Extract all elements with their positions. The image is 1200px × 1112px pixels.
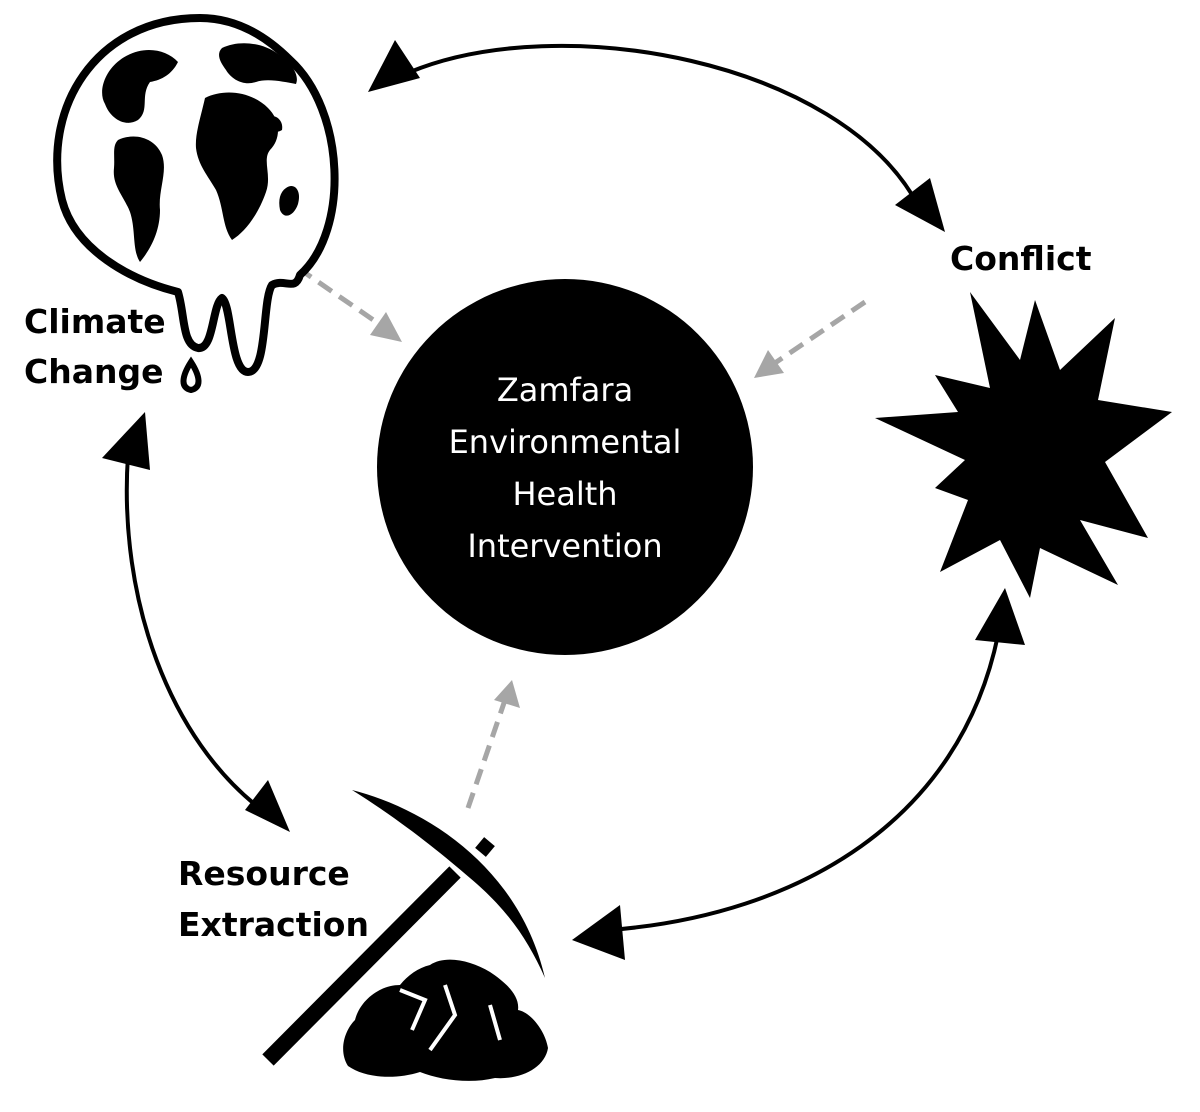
- center-line-4: Intervention: [467, 527, 662, 565]
- climate-label-line-2: Change: [24, 352, 163, 391]
- arrow-climate-resource: [102, 412, 290, 832]
- dashed-arrow-conflict-center: [754, 299, 867, 378]
- conflict-label: Conflict: [950, 239, 1092, 278]
- center-line-2: Environmental: [449, 423, 682, 461]
- dashed-arrow-resource-center: [465, 680, 520, 809]
- center-line-3: Health: [512, 475, 617, 513]
- climate-label-line-1: Climate: [24, 302, 166, 341]
- resource-label-line-1: Resource: [178, 854, 350, 893]
- arrow-conflict-resource: [572, 588, 1025, 960]
- melting-globe-icon: [53, 14, 339, 394]
- arrow-climate-conflict: [368, 40, 945, 232]
- dashed-arrow-climate-center: [296, 265, 402, 342]
- pickaxe-icon: [262, 790, 548, 1081]
- center-node: Zamfara Environmental Health Interventio…: [377, 279, 753, 655]
- explosion-icon: [875, 292, 1172, 598]
- center-line-1: Zamfara: [497, 371, 633, 409]
- resource-label-line-2: Extraction: [178, 905, 369, 944]
